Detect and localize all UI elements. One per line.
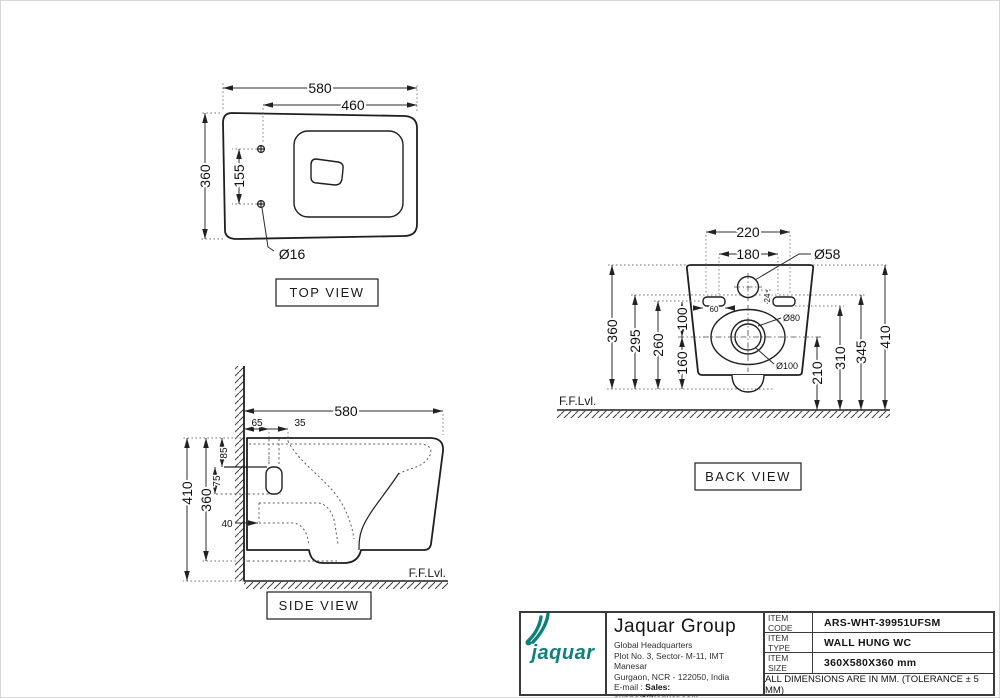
side-view-hidden-lines <box>216 439 432 562</box>
dim-back-160: 160 <box>674 351 690 375</box>
side-view-dimension-lines <box>184 408 443 581</box>
dim-back-295: 295 <box>627 329 643 353</box>
side-view-body-outline <box>246 437 444 564</box>
item-size-label: ITEM SIZE <box>765 653 813 673</box>
back-right-fixing-slot <box>772 296 796 307</box>
item-code-row: ITEM CODE ARS-WHT-39951UFSM <box>765 613 993 633</box>
item-size-value: 360X580X360 mm <box>824 657 917 669</box>
item-size-row: ITEM SIZE 360X580X360 mm <box>765 653 993 674</box>
dim-side-75: 75 <box>212 475 223 487</box>
address-line-1: Global Headquarters <box>614 640 693 650</box>
dim-back-60: 60 <box>710 305 719 314</box>
dim-back-360: 360 <box>604 319 620 343</box>
back-view-label-box <box>694 462 802 491</box>
back-inlet-centerlines <box>734 273 762 301</box>
top-view-label: TOP VIEW <box>289 285 364 300</box>
item-table: ITEM CODE ARS-WHT-39951UFSM ITEM TYPE WA… <box>765 613 993 696</box>
wall-hatch <box>235 366 244 581</box>
top-view: 580 460 360 155 Ø16 TOP VIEW <box>195 78 418 307</box>
back-left-fixing-slot <box>702 296 726 307</box>
dim-side-65: 65 <box>251 418 263 429</box>
top-view-bolt-holes <box>257 145 266 209</box>
dim-top-580: 580 <box>308 80 332 96</box>
dim-side-580: 580 <box>334 403 358 419</box>
address-line-3: Gurgaon, NCR - 122050, India <box>614 671 730 682</box>
bowl-curve <box>358 472 400 551</box>
dim-top-dia16: Ø16 <box>279 246 306 262</box>
brand-wordmark: jaquar <box>531 642 595 664</box>
top-view-dimension-lines <box>202 85 417 252</box>
side-inlet-hole <box>265 466 283 495</box>
dim-top-155: 155 <box>231 164 247 188</box>
item-type-value: WALL HUNG WC <box>824 636 912 649</box>
email-value: Sales: support@jaquar.com <box>614 682 699 698</box>
dim-back-210: 210 <box>809 361 825 385</box>
dim-side-360: 360 <box>198 488 214 512</box>
company-info: Jaquar Group Global Headquarters Plot No… <box>607 613 765 697</box>
back-view: 220 180 Ø58 60 24 Ø80 Ø100 360 295 260 1… <box>557 222 895 491</box>
item-type-label: ITEM TYPE <box>765 633 813 653</box>
side-ffl-label: F.F.Lvl. <box>409 566 446 580</box>
side-ground-hatch <box>244 582 448 589</box>
dim-back-220: 220 <box>736 224 760 240</box>
back-ground-hatch <box>557 411 890 418</box>
title-block: jaquar Jaquar Group Global Headquarters … <box>519 611 995 697</box>
top-view-flush-hole <box>310 158 344 186</box>
dim-back-260: 260 <box>650 333 666 357</box>
top-view-seat-opening <box>293 130 404 218</box>
dim-back-345: 345 <box>853 340 869 364</box>
top-view-label-box <box>275 278 379 307</box>
back-view-dimension-lines <box>609 229 888 410</box>
side-view-extension-lines <box>183 414 444 582</box>
dim-top-460: 460 <box>341 97 365 113</box>
dim-side-40: 40 <box>221 519 233 530</box>
back-view-label: BACK VIEW <box>705 469 791 484</box>
dim-back-310: 310 <box>832 346 848 370</box>
item-code-value: ARS-WHT-39951UFSM <box>824 616 941 629</box>
dim-top-360: 360 <box>197 164 213 188</box>
email-line: E-mail : Sales: support@jaquar.com <box>614 682 756 698</box>
side-view: 580 65 35 85 75 360 410 40 F.F.Lvl. SIDE… <box>177 366 448 620</box>
dim-side-85: 85 <box>219 447 230 459</box>
side-view-label: SIDE VIEW <box>279 598 360 613</box>
item-code-label: ITEM CODE <box>765 613 813 633</box>
email-label: E-mail : <box>614 682 646 692</box>
dim-side-35: 35 <box>294 418 306 429</box>
dim-back-180: 180 <box>736 246 760 262</box>
brand-logo: jaquar <box>521 613 607 694</box>
back-outlet-inner-circle <box>734 323 762 351</box>
dim-back-dia58: Ø58 <box>814 246 841 262</box>
jaquar-logo-icon <box>525 613 550 646</box>
back-outlet-centerlines <box>678 305 821 372</box>
dim-back-dia100: Ø100 <box>776 361 798 371</box>
dim-back-410: 410 <box>877 325 893 349</box>
item-type-row: ITEM TYPE WALL HUNG WC <box>765 633 993 653</box>
dim-back-24: 24 <box>763 293 772 302</box>
address-line-2: Plot No. 3, Sector- M-11, IMT Manesar <box>614 650 724 672</box>
dim-back-100: 100 <box>674 307 690 331</box>
dim-side-410: 410 <box>179 481 195 505</box>
dim-back-dia80: Ø80 <box>783 313 800 323</box>
side-view-label-box <box>266 591 372 620</box>
back-bottom-boss <box>731 374 765 393</box>
back-ffl-label: F.F.Lvl. <box>559 394 596 408</box>
tolerance-note: ALL DIMENSIONS ARE IN MM. (TOLERANCE ± 5… <box>765 674 979 696</box>
company-name: Jaquar Group <box>614 616 737 637</box>
